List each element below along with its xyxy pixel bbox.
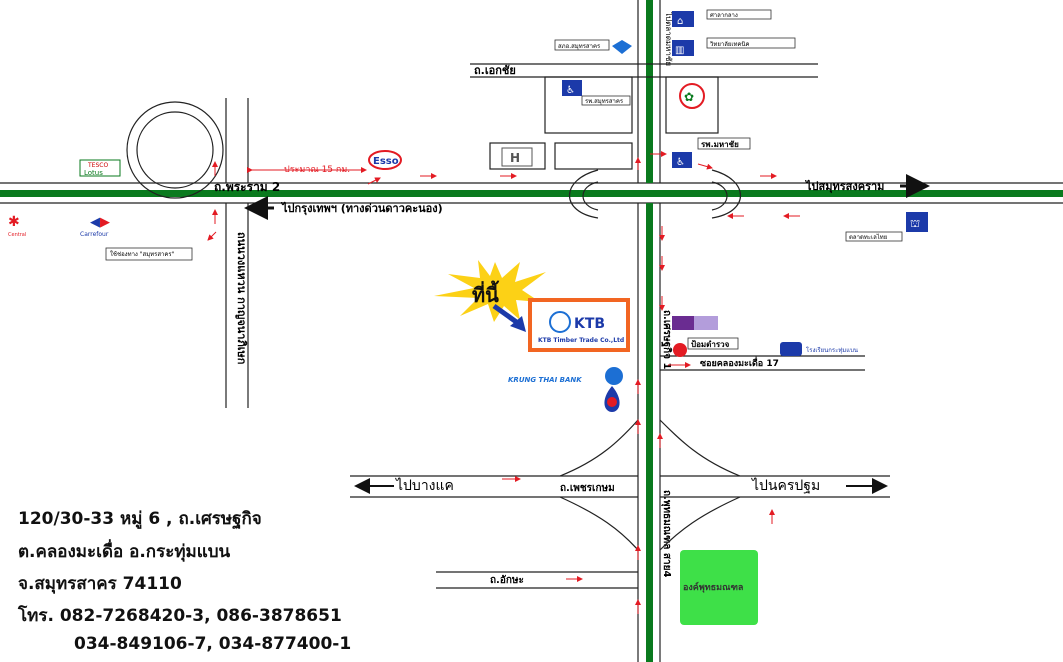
u-turn-note-box (105, 247, 193, 261)
aktha-label: ถ.อักษะ (490, 574, 524, 586)
krungthai-logo: KRUNG THAI BANK (508, 367, 623, 385)
tesco-lotus-logo: TESCO Lotus (79, 159, 121, 177)
left-loop (126, 101, 224, 199)
kasikorn-logo: ✿ (679, 83, 705, 109)
aktha-road (436, 571, 638, 589)
rama2-road (0, 182, 1063, 204)
svg-text:KRUNG THAI BANK: KRUNG THAI BANK (508, 376, 582, 384)
hospital-mahachai-icon: รพ.มหาชัย ♿ (672, 137, 751, 168)
svg-text:TESCO: TESCO (87, 162, 108, 169)
ptt-logo (604, 386, 620, 412)
city-hall-icon: ⌂ ศาลากลาง (672, 9, 772, 27)
svg-text:ตลาดทะเลไทย: ตลาดทะเลไทย (849, 233, 887, 241)
honda-logo: H (501, 147, 533, 167)
school-icon: โรงเรียนกระทุ่มแบน (780, 342, 858, 356)
ekachai-label: ถ.เอกชัย (474, 64, 516, 77)
svg-text:✱: ✱ (8, 214, 20, 230)
svg-text:◀: ◀ (90, 215, 100, 230)
svg-text:รพ.สมุทรสาคร: รพ.สมุทรสาคร (585, 98, 624, 105)
svg-text:วิทยาลัยเทคนิค: วิทยาลัยเทคนิค (709, 41, 749, 48)
carrefour-logo: ◀ ▶ Carrefour (80, 215, 110, 238)
svg-text:ป้อมตำรวจ: ป้อมตำรวจ (691, 339, 730, 349)
esso-logo: Esso (368, 150, 402, 170)
to-bangkhae-label: ไปบางแค (395, 477, 454, 494)
kanchana-label: ถนนวงแหวน กาญจนาภิเษก (235, 232, 248, 365)
address-line-2: ต.คลองมะเดื่อ อ.กระทุ่มแบน (18, 542, 231, 562)
svg-text:Carrefour: Carrefour (80, 231, 109, 238)
park-label: องค์พุทธมณฑล (683, 581, 743, 593)
svg-text:♿: ♿ (566, 85, 575, 96)
petchkasem-road (350, 419, 890, 551)
samut-office-icon: สภอ.สมุทรสาคร (554, 39, 632, 54)
phutthamonthon-label: ถ.พุทธมณฑล สาย4 (661, 490, 672, 577)
company-logo: KTB (574, 316, 605, 332)
svg-text:▶: ▶ (100, 215, 110, 230)
svg-text:ศาลากลาง: ศาลากลาง (710, 12, 738, 19)
petchkasem-label: ถ.เพชรเกษม (560, 483, 615, 494)
address-phone-1: โทร. 082-7268420-3, 086-3878651 (18, 606, 342, 626)
u-turn-note: ใช้ช่องทาง "สมุทรสาคร" (110, 250, 175, 258)
distance-label: ประมาณ 15 กม. (284, 165, 350, 175)
siam-bank-logo (672, 316, 718, 330)
company-name: KTB Timber Trade Co.,Ltd (538, 337, 624, 344)
to-talad-label: ไปตลาดมหาชัย (664, 11, 673, 66)
svg-text:Esso: Esso (373, 156, 399, 167)
park-area (680, 550, 758, 625)
khlong-label: ซอยคลองมะเดื่อ 17 (700, 356, 779, 369)
traffic-arrows (207, 151, 800, 614)
interchange (569, 169, 741, 219)
khlong-road (660, 355, 865, 371)
police-icon: ป้อมตำรวจ (673, 337, 739, 357)
svg-text:⌂: ⌂ (677, 16, 683, 27)
svg-text:▥: ▥ (675, 45, 684, 56)
kanchana-road (225, 98, 249, 408)
market-icon: ⛫ ตลาดทะเลไทย (845, 212, 928, 242)
here-label: ที่นี้ (472, 280, 500, 307)
svg-text:สภอ.สมุทรสาคร: สภอ.สมุทรสาคร (558, 43, 601, 50)
main-vertical-road (637, 0, 661, 662)
hospital-samut-icon: ♿ รพ.สมุทรสาคร (562, 80, 631, 106)
ekachai-road (470, 63, 818, 78)
rama2-label: ถ.พระราม 2 (214, 180, 280, 194)
here-burst (434, 260, 546, 322)
here-arrow-head (510, 316, 526, 332)
to-nakhon-pathom-label: ไปนครปฐม (751, 477, 820, 494)
address-line-3: จ.สมุทรสาคร 74110 (18, 574, 182, 594)
svg-text:รพ.มหาชัย: รพ.มหาชัย (701, 140, 739, 149)
company-box: KTB KTB Timber Trade Co.,Ltd (528, 298, 630, 352)
svg-text:♿: ♿ (676, 157, 685, 168)
svg-text:H: H (510, 151, 520, 165)
to-bangkok-label: ไปกรุงเทพฯ (ทางด่วนดาวคะนอง) (280, 201, 443, 216)
college-icon: ▥ วิทยาลัยเทคนิค (672, 37, 796, 56)
svg-text:✿: ✿ (684, 90, 694, 104)
address-line-1: 120/30-33 หมู่ 6 , ถ.เศรษฐกิจ (18, 509, 262, 529)
svg-text:Lotus: Lotus (84, 169, 103, 177)
address-phone-2: 034-849106-7, 034-877400-1 (74, 634, 352, 654)
central-logo: ✱ Central (8, 214, 26, 238)
svg-text:โรงเรียนกระทุ่มแบน: โรงเรียนกระทุ่มแบน (806, 346, 858, 354)
to-samut-songkhram-label: ไปสมุทรสงคราม (804, 179, 884, 194)
svg-text:⛫: ⛫ (910, 217, 920, 230)
setthakij-label: ถ.เศรษฐกิจ 1 (661, 310, 673, 369)
svg-text:Central: Central (8, 232, 26, 238)
city-blocks (489, 76, 719, 170)
